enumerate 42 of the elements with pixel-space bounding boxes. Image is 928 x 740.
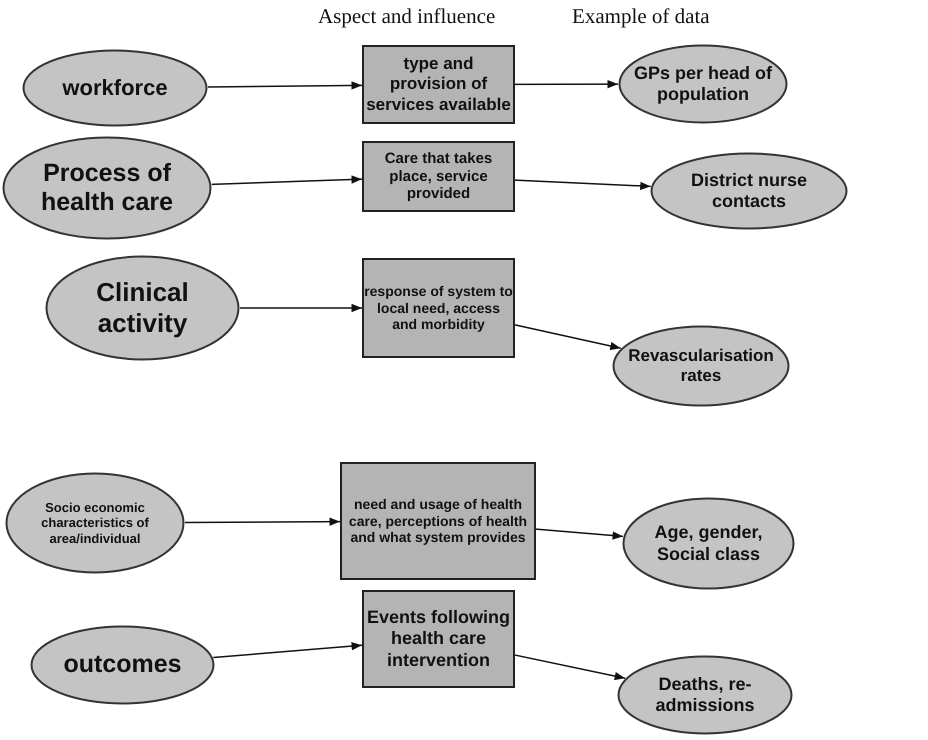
arrow bbox=[208, 81, 362, 90]
arrow bbox=[212, 175, 362, 186]
process-box bbox=[362, 258, 515, 358]
ellipse-node bbox=[5, 472, 185, 574]
arrow bbox=[515, 80, 618, 88]
column-heading: Aspect and influence bbox=[318, 4, 496, 29]
ellipse-node bbox=[612, 325, 790, 407]
ellipse-node bbox=[45, 255, 240, 361]
arrow bbox=[514, 324, 621, 350]
process-box bbox=[362, 590, 515, 688]
ellipse-node bbox=[617, 655, 793, 735]
arrow bbox=[514, 179, 651, 190]
ellipse-node bbox=[2, 136, 212, 240]
node-label: response of system to local need, access and morbidity bbox=[364, 283, 514, 333]
node-label: Age, gender, Social class bbox=[653, 522, 764, 565]
node-label: workforce bbox=[62, 75, 168, 101]
arrow bbox=[185, 517, 340, 526]
node-label: need and usage of health care, perceptions of health and what system provides bbox=[348, 496, 528, 546]
ellipse-node bbox=[22, 49, 208, 127]
node-label: Deaths, re-admissions bbox=[654, 674, 756, 716]
node-label: Clinical activity bbox=[95, 277, 190, 339]
arrow bbox=[536, 528, 624, 540]
node-label: type and provision of services available bbox=[365, 54, 512, 115]
node-label: Events following health care intervention bbox=[366, 607, 511, 671]
arrow bbox=[240, 304, 362, 312]
process-box bbox=[362, 45, 515, 124]
node-label: Revascularisation rates bbox=[627, 346, 775, 386]
arrow bbox=[213, 642, 362, 658]
process-box bbox=[340, 462, 536, 580]
node-label: GPs per head of population bbox=[633, 62, 773, 106]
ellipse-node bbox=[622, 497, 795, 590]
node-label: Care that takes place, service provided bbox=[384, 150, 494, 204]
node-label: Socio economic characteristics of area/individual bbox=[40, 500, 150, 546]
node-label: Process of health care bbox=[40, 158, 174, 218]
ellipse-node bbox=[650, 152, 848, 230]
column-heading: Example of data bbox=[572, 4, 710, 29]
ellipse-node bbox=[30, 625, 215, 705]
node-label: outcomes bbox=[63, 650, 182, 680]
ellipse-node bbox=[618, 44, 788, 124]
node-label: District nurse contacts bbox=[690, 170, 808, 212]
arrow bbox=[514, 654, 626, 680]
process-box bbox=[362, 141, 515, 212]
